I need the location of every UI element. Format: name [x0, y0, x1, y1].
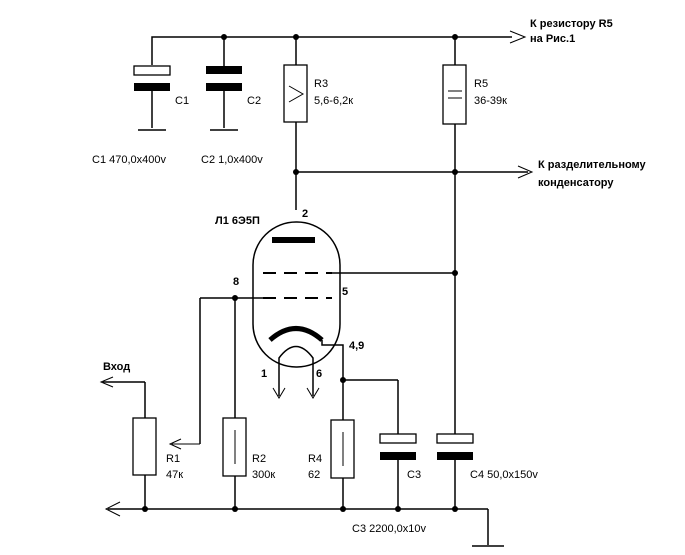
c4-value: C4 50,0x150v: [470, 469, 538, 481]
resistor-r4: R4 62: [308, 419, 355, 509]
r3-label: R3: [314, 78, 328, 90]
resistor-r3: R3 5,6-6,2к: [283, 37, 353, 210]
junction-c2-rail: [221, 34, 227, 40]
c1-label: C1: [175, 95, 189, 107]
pin-heater1: 1: [261, 368, 267, 380]
output-line: [293, 165, 534, 179]
r4-value: 62: [308, 469, 320, 481]
to-r5-label-line1: К резистору R5: [530, 18, 613, 30]
r4-label: R4: [308, 453, 322, 465]
heater-arrow-left: [272, 387, 286, 399]
cathode: [268, 326, 324, 342]
r5-label: R5: [474, 78, 488, 90]
tube-label: Л1 6Э5П: [215, 215, 260, 227]
to-capacitor-label-line1: К разделительному: [538, 159, 647, 171]
resistor-r5: R5 36-39к: [442, 37, 507, 434]
c1-value: C1 470,0x400v: [92, 154, 166, 166]
junction-r5-rail: [452, 34, 458, 40]
pin-plate: 2: [302, 208, 308, 220]
junction-r5-output: [452, 169, 458, 175]
pin-grid2: 5: [342, 286, 348, 298]
pin-cathode: 4,9: [349, 340, 364, 352]
capacitor-c3: C3 C3 2200,0x10v: [352, 380, 426, 535]
potentiometer-r1: R1 47к: [132, 382, 183, 509]
input-terminal: Вход: [99, 361, 145, 388]
junction-r3-rail: [293, 34, 299, 40]
r2-label: R2: [252, 453, 266, 465]
pin-grid1: 8: [233, 276, 239, 288]
junction-ground-r1: [142, 506, 148, 512]
top-supply-rail: [151, 30, 527, 65]
junction-ground-r4: [340, 506, 346, 512]
control-grid-wiring: [168, 295, 263, 450]
capacitor-c1: C1 C1 470,0x400v: [92, 65, 189, 166]
vacuum-tube-l1: Л1 6Э5П 2 8 5 4,9 1 6: [215, 208, 364, 399]
r3-value: 5,6-6,2к: [314, 95, 353, 107]
junction-ground-c3: [395, 506, 401, 512]
cathode-wiring: [321, 340, 398, 420]
r1-label: R1: [166, 453, 180, 465]
pin-heater2: 6: [316, 368, 322, 380]
ground-rail: [104, 501, 504, 547]
input-label: Вход: [103, 361, 130, 373]
junction-ground-r2: [232, 506, 238, 512]
junction-cathode-c3: [340, 377, 346, 383]
junction-ground-c4: [452, 506, 458, 512]
to-capacitor-label-line2: конденсатору: [538, 177, 614, 189]
c3-label: C3: [407, 469, 421, 481]
junction-plate-output: [293, 169, 299, 175]
capacitor-c4: C4 50,0x150v: [436, 433, 538, 509]
c2-label: C2: [247, 95, 261, 107]
c3-value: C3 2200,0x10v: [352, 523, 426, 535]
r5-value: 36-39к: [474, 95, 507, 107]
to-r5-label-line2: на Рис.1: [530, 33, 575, 45]
c2-value: C2 1,0x400v: [201, 154, 263, 166]
heater-filament: [278, 345, 314, 396]
resistor-r2: R2 300к: [222, 298, 275, 509]
capacitor-c2: C2 C2 1,0x400v: [201, 37, 263, 166]
r2-value: 300к: [252, 469, 275, 481]
junction-screen-r5: [452, 270, 458, 276]
heater-arrow-right: [306, 387, 320, 399]
r1-value: 47к: [166, 469, 183, 481]
